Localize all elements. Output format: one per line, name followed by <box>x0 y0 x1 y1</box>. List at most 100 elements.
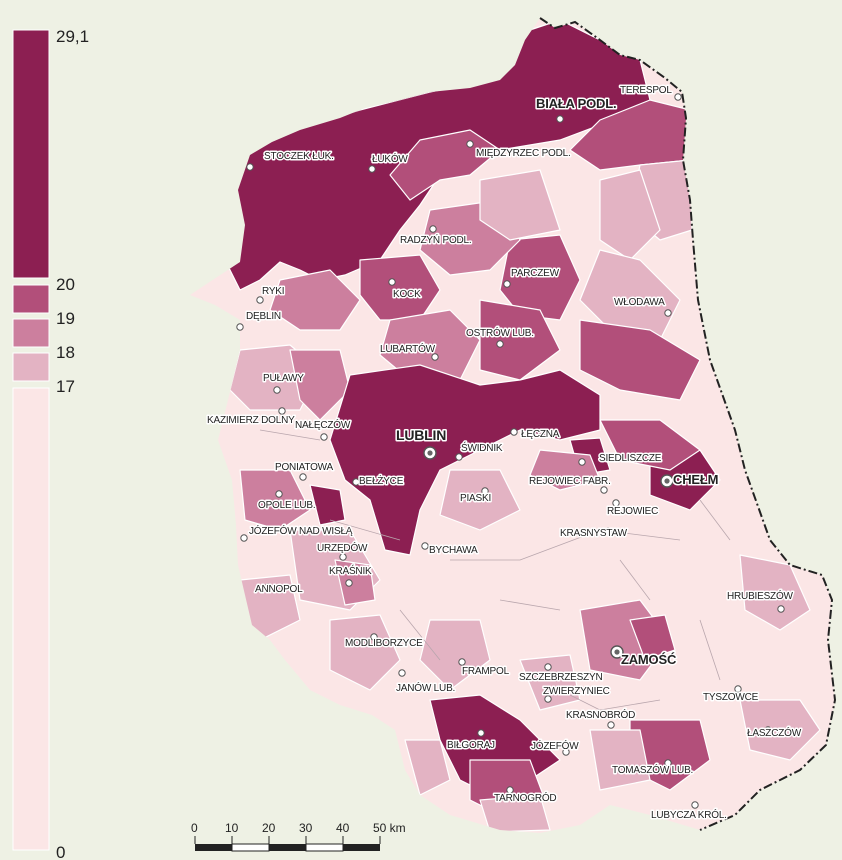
city-marker-icon <box>477 729 485 737</box>
city-parczew: PARCZEW <box>503 267 561 288</box>
city-label: PUŁAWY <box>263 373 304 384</box>
city-modliborzyce: MODLIBORZYCE <box>344 633 425 651</box>
city-label: TOMASZÓW LUB. <box>612 763 693 776</box>
scale-label-50km: 50 km <box>373 821 406 835</box>
city-label: BYCHAWA <box>429 545 478 556</box>
city-label: PARCZEW <box>511 268 560 279</box>
city-marker-icon <box>421 542 429 550</box>
city-lubartow: LUBARTÓW <box>379 341 439 361</box>
city-marker-icon <box>506 786 514 794</box>
city-zamosc: ZAMOŚĆ <box>610 645 679 669</box>
city-label: OSTRÓW LUB. <box>466 326 534 339</box>
city-radzyn-podl: RADZYŃ PODL. <box>399 225 473 248</box>
city-label: CHEŁM <box>673 472 718 487</box>
city-marker-icon <box>503 280 511 288</box>
city-marker-icon <box>339 553 347 561</box>
scale-label-30: 30 <box>299 821 313 835</box>
legend-swatch-class-4 <box>12 352 50 382</box>
city-label: LUBYCZA KRÓL. <box>651 808 727 821</box>
city-biala-podl: BIAŁA PODL. <box>535 95 618 123</box>
legend-swatch-class-1 <box>12 29 50 279</box>
city-label: KRASNYSTAW <box>560 528 628 539</box>
city-label: REJOWIEC <box>607 506 658 517</box>
scale-label-20: 20 <box>262 821 276 835</box>
city-marker-icon <box>607 721 615 729</box>
city-frampol: FRAMPOL <box>458 658 511 679</box>
city-label: BIŁGORAJ <box>447 740 495 751</box>
city-label: ANNOPOL <box>255 584 303 595</box>
city-label: DĘBLIN <box>246 311 281 322</box>
city-marker-icon <box>370 633 378 641</box>
city-krasnik: KRAŚNIK <box>328 563 374 587</box>
city-marker-icon <box>246 163 254 171</box>
city-marker-icon <box>544 663 552 671</box>
region-krasnik-mid <box>334 559 376 606</box>
scale-segment <box>231 843 270 852</box>
city-hrubieszow: HRUBIESZÓW <box>726 588 795 613</box>
legend-label-17: 17 <box>56 377 75 396</box>
city-ostrow-lub: OSTRÓW LUB. <box>465 325 536 348</box>
region-east-mid <box>579 319 701 401</box>
legend-label-18: 18 <box>56 343 75 362</box>
city-label: REJOWIEC FABR. <box>529 476 611 487</box>
city-label: OPOLE LUB. <box>258 500 315 511</box>
city-wlodawa: WŁODAWA <box>613 296 672 317</box>
city-label: TYSZOWCE <box>703 692 759 703</box>
city-label: SZCZEBRZESZYN <box>519 672 603 683</box>
city-belzyce: BEŁŻYCE <box>352 473 405 489</box>
city-marker-icon <box>273 386 281 394</box>
city-leczna: ŁĘCZNA <box>510 428 561 442</box>
city-label: ŁĘCZNA <box>521 429 560 440</box>
city-label: ŁASZCZÓW <box>747 726 802 739</box>
city-marker-icon <box>664 759 672 767</box>
city-terespol: TERESPOL <box>619 84 682 101</box>
city-label: ZWIERZYNIEC <box>543 686 610 697</box>
city-bilgoraj: BIŁGORAJ <box>446 729 497 753</box>
city-marker-icon <box>352 478 360 486</box>
region-zamosc-mid-2 <box>629 614 676 661</box>
city-label: MIĘDZYRZEC PODL. <box>476 148 571 159</box>
city-marker-icon <box>264 583 272 591</box>
city-kazimierz-dolny: KAZIMIERZ DOLNY <box>206 407 297 428</box>
legend-label-20: 20 <box>56 275 75 294</box>
city-marker-icon <box>388 278 396 286</box>
city-piaski: PIASKI <box>459 487 493 506</box>
legend-swatch-class-5 <box>12 387 50 851</box>
city-marker-icon <box>612 499 620 507</box>
city-tyszowce: TYSZOWCE <box>702 685 760 705</box>
city-label: TERESPOL <box>620 85 672 96</box>
legend-swatch-class-3 <box>12 318 50 348</box>
scale-segment <box>305 843 344 852</box>
city-marker-icon <box>496 340 504 348</box>
city-marker-icon <box>278 407 286 415</box>
city-chelm: CHEŁM <box>660 471 720 489</box>
city-marker-icon <box>236 323 244 331</box>
region-north-mid <box>389 129 501 201</box>
scale-segment <box>195 844 232 851</box>
city-label: MODLIBORZYCE <box>345 638 423 649</box>
city-miedzyrzec-podl: MIĘDZYRZEC PODL. <box>466 140 572 161</box>
scale-segment <box>343 844 380 851</box>
region-central-light <box>439 469 521 531</box>
city-marker-icon <box>691 801 699 809</box>
city-laszczow: ŁASZCZÓW <box>746 725 804 741</box>
city-label: SIEDLISZCZE <box>599 453 662 464</box>
city-marker-icon <box>674 93 682 101</box>
city-label: JANÓW LUB. <box>396 681 455 694</box>
city-marker-icon <box>562 748 570 756</box>
city-label: HRUBIESZÓW <box>727 589 794 602</box>
city-label: ŚWIDNIK <box>461 441 503 454</box>
city-jozefow-nad-wisla: JÓZEFÓW NAD WISŁĄ <box>240 523 355 542</box>
scale-label-10: 10 <box>225 821 239 835</box>
city-marker-icon <box>455 453 463 461</box>
legend-label-min: 0 <box>56 843 65 860</box>
city-jozefow: JÓZEFÓW <box>530 738 581 756</box>
city-swidnik: ŚWIDNIK <box>455 440 505 461</box>
city-krasnystaw: KRASNYSTAW <box>559 527 630 541</box>
region-tarnogrod-light <box>479 794 551 833</box>
state-border-east <box>539 17 837 831</box>
city-marker-icon <box>320 433 328 441</box>
city-label: BIAŁA PODL. <box>536 96 616 111</box>
city-marker-icon <box>240 534 248 542</box>
city-marker-icon <box>777 605 785 613</box>
